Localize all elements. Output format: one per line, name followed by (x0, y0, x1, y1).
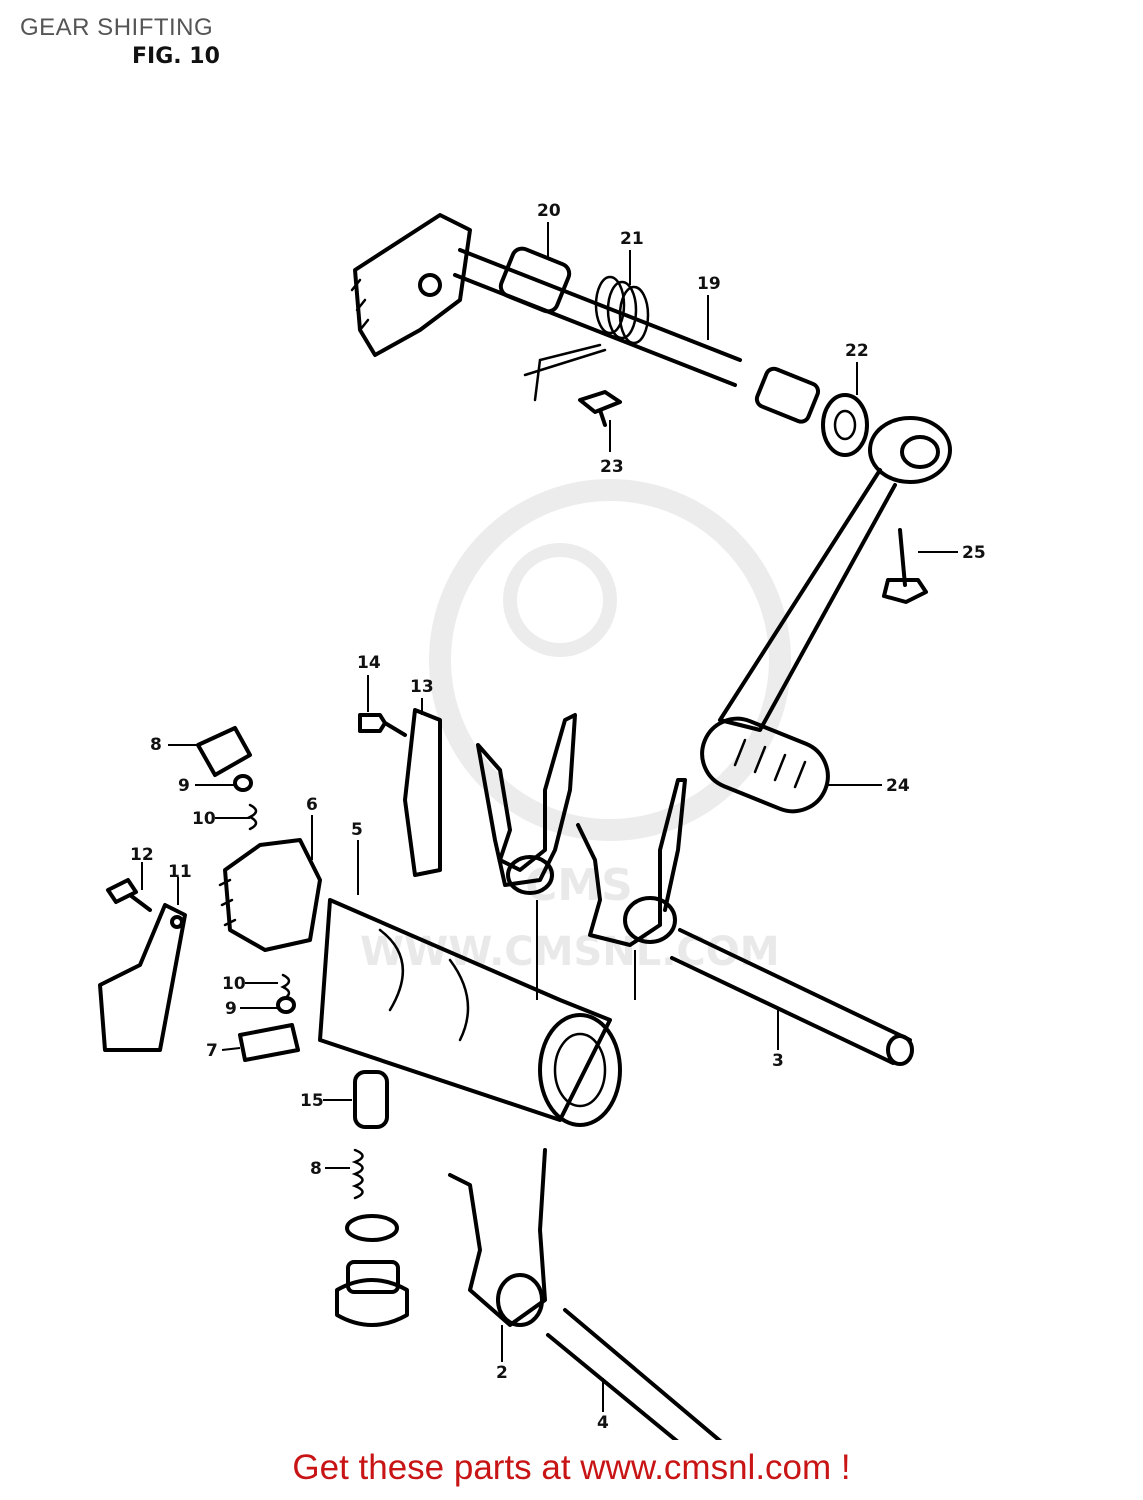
callout-8a: 8 (150, 735, 162, 755)
callout-12: 12 (130, 845, 154, 865)
callout-9a: 9 (178, 776, 190, 796)
gearshift-shaft-assembly (350, 213, 869, 457)
callout-24: 24 (886, 776, 910, 796)
callouts: 20 21 19 22 23 25 14 13 8 9 10 6 5 12 11… (130, 201, 986, 1433)
gearshift-pedal (700, 416, 952, 814)
callout-5: 5 (351, 820, 363, 840)
callout-10b: 10 (222, 974, 246, 994)
callout-19: 19 (697, 274, 721, 294)
callout-22: 22 (845, 341, 869, 361)
shift-forks (476, 713, 914, 1066)
callout-4: 4 (597, 1413, 609, 1433)
watermark-logo-text: CMS (525, 860, 633, 911)
callout-21: 21 (620, 229, 644, 249)
callout-7: 7 (206, 1041, 218, 1061)
callout-8b: 8 (310, 1159, 322, 1179)
small-parts (98, 708, 442, 1327)
callout-13: 13 (410, 677, 434, 697)
callout-25: 25 (962, 543, 986, 563)
callout-11: 11 (168, 862, 192, 882)
callout-6: 6 (306, 795, 318, 815)
callout-10a: 10 (192, 809, 216, 829)
bottom-shift-fork (448, 1148, 723, 1440)
callout-20: 20 (537, 201, 561, 221)
callout-23: 23 (600, 457, 624, 477)
watermark-url: WWW.CMSNL.COM (360, 929, 780, 975)
shift-drum (218, 838, 622, 1127)
exploded-parts-diagram: CMS WWW.CMSNL.COM (98, 201, 986, 1440)
callout-14: 14 (357, 653, 381, 673)
footer-parts-link[interactable]: Get these parts at www.cmsnl.com ! (292, 1448, 851, 1487)
callout-9b: 9 (225, 999, 237, 1019)
watermark-logo: CMS WWW.CMSNL.COM (360, 479, 791, 975)
callout-2: 2 (496, 1363, 508, 1383)
page-title: GEAR SHIFTING (20, 14, 214, 41)
callout-3: 3 (772, 1051, 784, 1071)
callout-15: 15 (300, 1091, 324, 1111)
figure-label: FIG. 10 (132, 44, 220, 69)
